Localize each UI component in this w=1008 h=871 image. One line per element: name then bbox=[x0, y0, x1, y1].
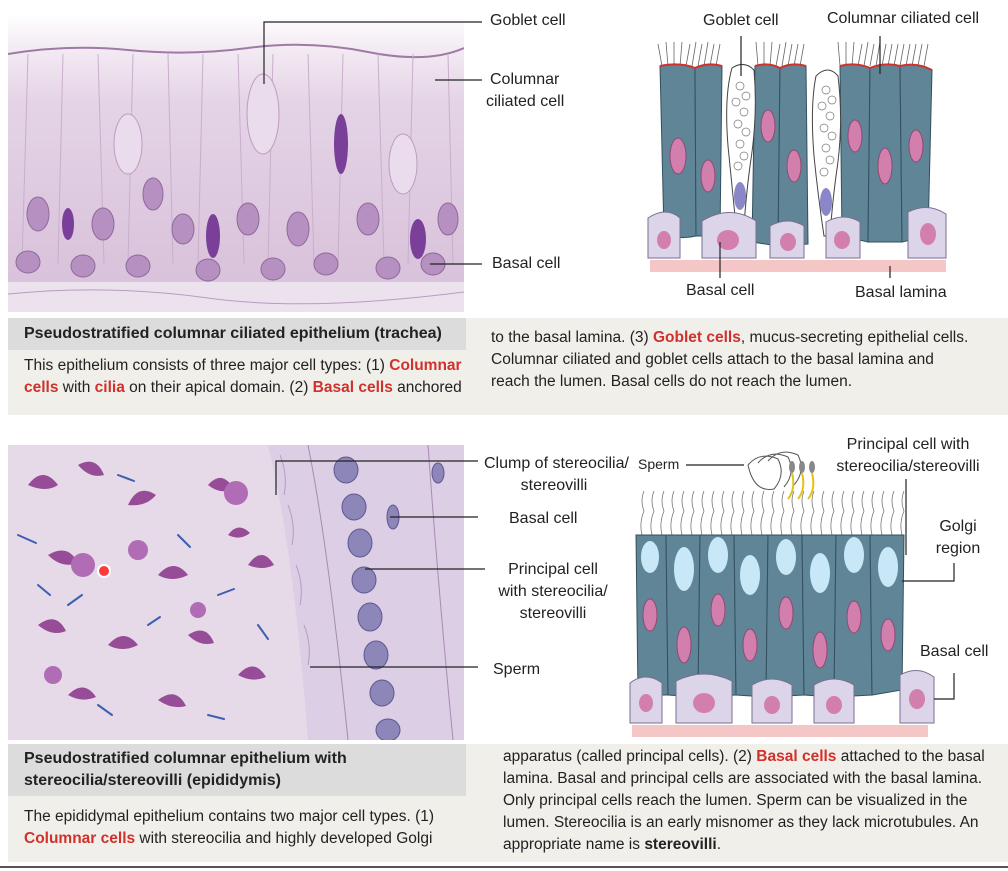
label-basal-cell-diagram: Basal cell bbox=[686, 282, 755, 299]
label-columnar-line1: Columnar bbox=[490, 71, 560, 88]
trachea-left-text-3: on their apical domain. (2) bbox=[124, 379, 313, 396]
epididymis-caption-title: Pseudostratified columnar epithelium wit… bbox=[8, 744, 466, 796]
epididymis-right-line-2: lamina. Basal and principal cells are as… bbox=[503, 770, 983, 787]
trachea-right-line-3: reach the lumen. Basal cells do not reac… bbox=[491, 373, 853, 390]
label-sperm-micrograph: Sperm bbox=[493, 661, 541, 678]
trachea-micrograph bbox=[8, 14, 464, 312]
trachea-right-line-2: Columnar ciliated and goblet cells attac… bbox=[491, 351, 934, 368]
label-principal-diagram-line2: stereocilia/stereovilli bbox=[836, 458, 980, 475]
label-golgi-line1: Golgi bbox=[939, 518, 977, 535]
trachea-micrograph-leaders bbox=[263, 21, 482, 265]
epididymis-title-line2: stereocilia/stereovilli (epididymis) bbox=[24, 772, 281, 789]
epididymis-left-text: with stereocilia and highly developed Go… bbox=[135, 830, 433, 847]
epididymis-right-text-1: apparatus (called principal cells). (2) bbox=[503, 748, 757, 765]
label-principal-line1: Principal cell bbox=[508, 561, 598, 578]
epididymis-left-line1: The epididymal epithelium contains two m… bbox=[24, 808, 435, 825]
label-goblet-cell-micrograph: Goblet cell bbox=[490, 12, 566, 29]
label-clump-line2: stereovilli bbox=[520, 477, 588, 494]
epididymis-caption-right: apparatus (called principal cells). (2) … bbox=[503, 746, 998, 856]
label-principal-line3: stereovilli bbox=[519, 605, 587, 622]
trachea-term-columnar: Columnar bbox=[389, 357, 462, 374]
epididymis-diagram bbox=[629, 451, 955, 737]
label-basal-cell-diagram2: Basal cell bbox=[920, 643, 989, 660]
trachea-left-text-1: This epithelium consists of three major … bbox=[24, 357, 390, 374]
label-golgi-line2: region bbox=[935, 540, 981, 557]
label-basal-cell-micrograph2: Basal cell bbox=[509, 510, 578, 527]
trachea-term-cells: cells bbox=[24, 379, 59, 396]
epididymis-term-stereovilli: stereovilli bbox=[644, 836, 717, 853]
epididymis-micrograph-leaders bbox=[275, 460, 485, 668]
trachea-caption-title: Pseudostratified columnar ciliated epith… bbox=[8, 318, 466, 350]
trachea-diagram bbox=[647, 36, 947, 278]
trachea-term-cilia: cilia bbox=[94, 379, 125, 396]
trachea-term-goblet-cells: Goblet cells bbox=[652, 329, 741, 346]
epididymis-term-basal-cells: Basal cells bbox=[756, 748, 837, 765]
epididymis-right-text-2: attached to the basal bbox=[836, 748, 985, 765]
label-goblet-cell-diagram: Goblet cell bbox=[703, 12, 779, 29]
epididymis-right-line-3: Only principal cells reach the lumen. Sp… bbox=[503, 792, 968, 809]
epididymis-micrograph bbox=[8, 445, 464, 740]
trachea-left-text-4: anchored bbox=[392, 379, 462, 396]
label-basal-lamina-diagram: Basal lamina bbox=[855, 284, 947, 301]
trachea-left-text-2: with bbox=[58, 379, 95, 396]
label-clump-line1: Clump of stereocilia/ bbox=[484, 455, 629, 472]
label-sperm-diagram: Sperm bbox=[638, 456, 680, 472]
trachea-right-text-2: , mucus-secreting epithelial cells. bbox=[740, 329, 969, 346]
epididymis-right-line-4: lumen. Stereocilia is an early misnomer … bbox=[503, 814, 979, 831]
label-principal-diagram-line1: Principal cell with bbox=[846, 436, 970, 453]
epididymis-title-line1: Pseudostratified columnar epithelium wit… bbox=[24, 750, 347, 767]
trachea-right-text-1: to the basal lamina. (3) bbox=[491, 329, 653, 346]
epididymis-caption-left: The epididymal epithelium contains two m… bbox=[24, 806, 464, 850]
label-principal-line2: with stereocilia/ bbox=[498, 583, 608, 600]
epididymis-right-period: . bbox=[716, 836, 721, 853]
bottom-divider bbox=[0, 866, 1008, 868]
label-columnar-line2: ciliated cell bbox=[486, 93, 565, 110]
label-columnar-ciliated-diagram: Columnar ciliated cell bbox=[827, 10, 980, 27]
label-basal-cell-micrograph: Basal cell bbox=[492, 255, 561, 272]
epididymis-right-text-5: appropriate name is bbox=[503, 836, 645, 853]
trachea-term-basal-cells: Basal cells bbox=[312, 379, 393, 396]
trachea-caption-right: to the basal lamina. (3) Goblet cells, m… bbox=[491, 327, 991, 393]
epididymis-term-columnar-cells: Columnar cells bbox=[24, 830, 136, 847]
trachea-caption-left: This epithelium consists of three major … bbox=[24, 355, 464, 399]
